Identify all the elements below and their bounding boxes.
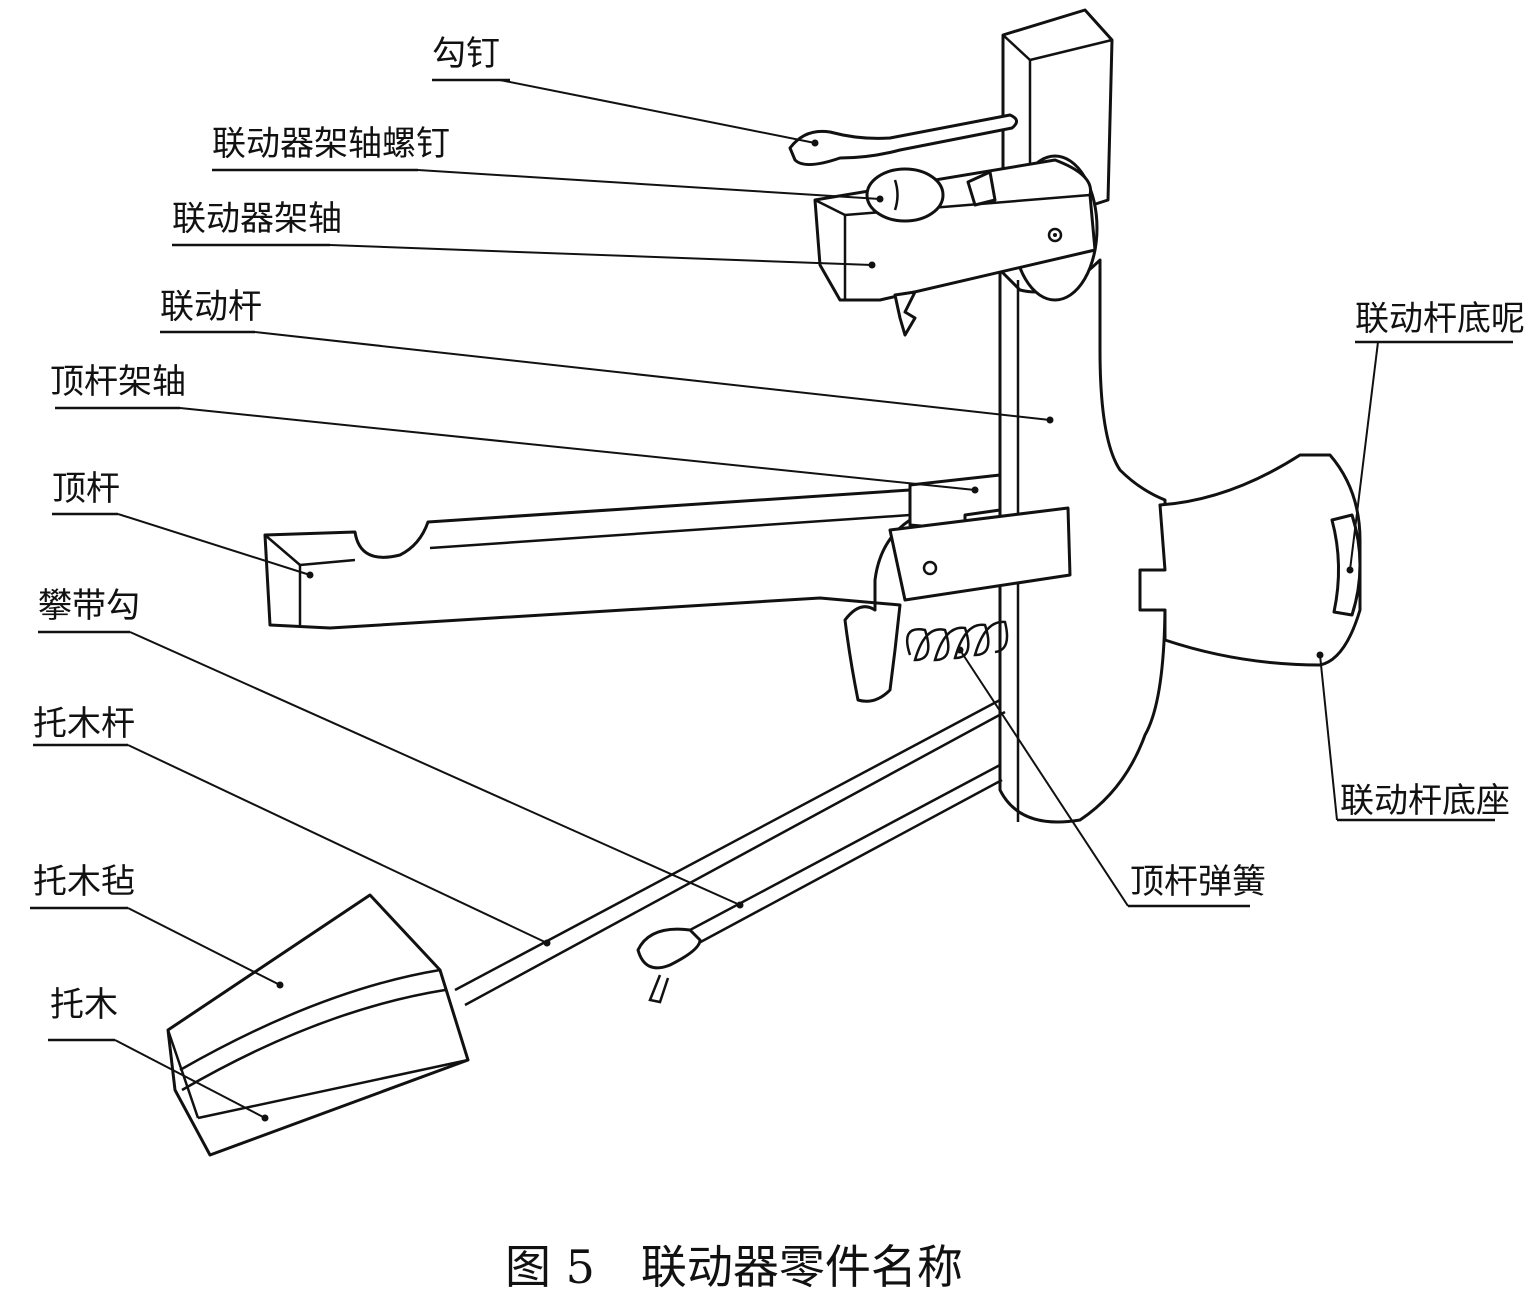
label-frame-axle-screw: 联动器架轴螺钉 xyxy=(212,124,884,203)
part-labels: 勾钉 联动器架轴螺钉 联动器架轴 联动杆 顶杆架轴 xyxy=(30,34,1525,1122)
label-frame-axle: 联动器架轴 xyxy=(172,199,876,269)
label-text-link-rod-felt: 联动杆底呢 xyxy=(1355,299,1525,339)
label-damper: 托木 xyxy=(48,985,269,1122)
hook-nail-shape xyxy=(788,113,1018,166)
label-link-rod-felt: 联动杆底呢 xyxy=(1346,299,1525,574)
bridle-wire xyxy=(689,763,1001,932)
link-rod-base-arm xyxy=(1138,453,1362,667)
label-text-frame-axle: 联动器架轴 xyxy=(172,199,342,239)
label-link-rod: 联动杆 xyxy=(160,287,1054,424)
mechanism-drawing xyxy=(166,8,1362,1157)
label-jack-axle: 顶杆架轴 xyxy=(50,362,979,494)
label-jack: 顶杆 xyxy=(52,469,314,579)
frame-axle-screw-head xyxy=(865,167,945,223)
jack-spring-coil xyxy=(905,620,1009,662)
label-text-bridle-hook: 攀带勾 xyxy=(38,586,140,626)
label-text-jack: 顶杆 xyxy=(52,469,120,509)
label-text-jack-axle: 顶杆架轴 xyxy=(50,362,186,402)
label-text-link-rod: 联动杆 xyxy=(160,287,262,327)
label-link-rod-base: 联动杆底座 xyxy=(1316,651,1510,822)
label-text-hook-nail: 勾钉 xyxy=(432,34,500,74)
label-text-jack-spring: 顶杆弹簧 xyxy=(1130,862,1266,902)
bridle-hook-loop xyxy=(636,927,702,970)
label-bridle-hook: 攀带勾 xyxy=(38,586,744,909)
label-wire-rod: 托木杆 xyxy=(33,704,551,947)
label-text-link-rod-base: 联动杆底座 xyxy=(1340,781,1510,821)
label-text-frame-axle-screw: 联动器架轴螺钉 xyxy=(212,124,450,164)
label-hook-nail: 勾钉 xyxy=(432,34,819,147)
label-text-wire-rod: 托木杆 xyxy=(33,704,135,744)
label-text-felt: 托木毡 xyxy=(33,862,135,902)
label-felt: 托木毡 xyxy=(30,862,284,989)
figure-caption: 图 5 联动器零件名称 xyxy=(505,1240,963,1294)
label-text-damper: 托木 xyxy=(50,985,118,1025)
wire-rod-upper xyxy=(454,698,1001,992)
jack-body xyxy=(263,488,912,703)
label-jack-spring: 顶杆弹簧 xyxy=(956,646,1266,908)
